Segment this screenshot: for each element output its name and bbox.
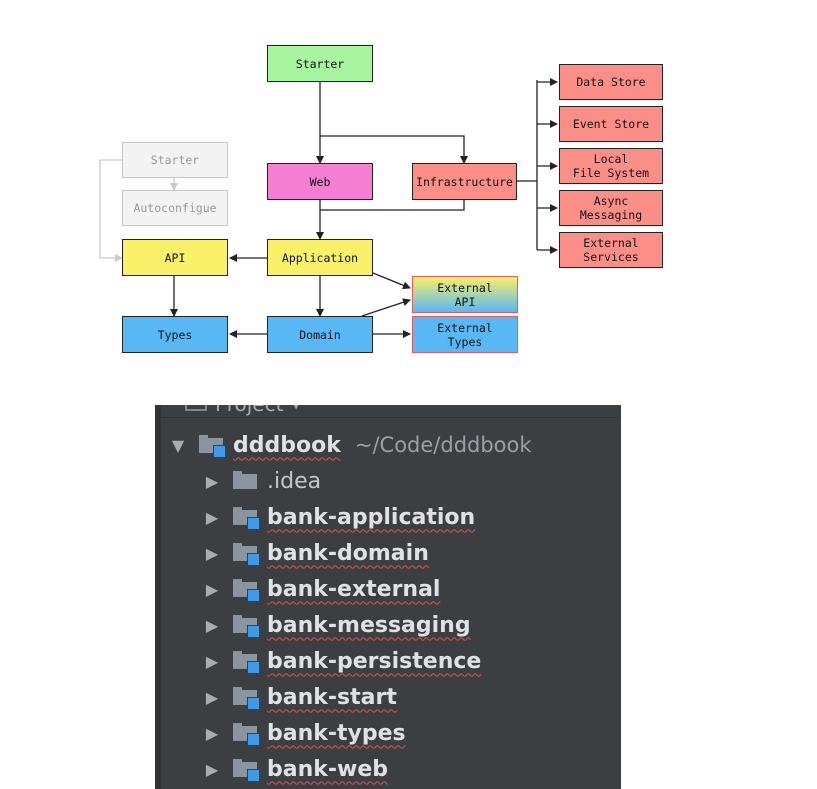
tree-item-label: bank-domain <box>267 540 429 566</box>
infrastructure-node: Infrastructure <box>412 163 517 200</box>
module-folder-icon <box>233 579 260 602</box>
tree-item-label: bank-persistence <box>267 648 482 674</box>
collapsed-arrow-icon[interactable]: ▶ <box>205 651 219 671</box>
web-node: Web <box>267 163 373 200</box>
tree-item-label: .idea <box>267 468 322 494</box>
starter-faded-node: Starter <box>122 142 228 178</box>
panel-gutter <box>155 405 161 789</box>
tree-item-bank-web[interactable]: ▶ bank-web <box>203 751 388 787</box>
event-store-node: Event Store <box>559 106 663 142</box>
tree-item-bank-start[interactable]: ▶ bank-start <box>203 679 397 715</box>
collapsed-arrow-icon[interactable]: ▶ <box>205 687 219 707</box>
module-folder-icon <box>233 543 260 566</box>
project-header-label: Project <box>215 405 283 416</box>
tree-item-bank-types[interactable]: ▶ bank-types <box>203 715 406 751</box>
collapsed-arrow-icon[interactable]: ▶ <box>205 759 219 779</box>
domain-node: Domain <box>267 316 373 353</box>
project-header[interactable]: Project ▼ <box>161 405 621 418</box>
module-folder-icon <box>199 435 226 458</box>
external-api-node: External API <box>412 276 518 313</box>
collapsed-arrow-icon[interactable]: ▶ <box>205 723 219 743</box>
tree-item-bank-persistence[interactable]: ▶ bank-persistence <box>203 643 481 679</box>
collapsed-arrow-icon[interactable]: ▶ <box>205 507 219 527</box>
project-window-icon <box>185 405 207 411</box>
tree-item-bank-domain[interactable]: ▶ bank-domain <box>203 535 429 571</box>
tree-item-label: bank-types <box>267 720 406 746</box>
async-messaging-node: Async Messaging <box>559 190 663 226</box>
tree-root-row[interactable]: ▼ dddbook ~/Code/dddbook <box>169 427 532 463</box>
tree-item-label: bank-start <box>267 684 397 710</box>
external-services-node: External Services <box>559 232 663 268</box>
diagram-connectors <box>99 78 558 338</box>
tree-item-bank-application[interactable]: ▶ bank-application <box>203 499 475 535</box>
types-node: Types <box>122 316 228 353</box>
module-folder-icon <box>233 759 260 782</box>
data-store-node: Data Store <box>559 64 663 100</box>
tree-item-idea[interactable]: ▶ .idea <box>203 463 321 499</box>
module-folder-icon <box>233 687 260 710</box>
collapsed-arrow-icon[interactable]: ▶ <box>205 471 219 491</box>
architecture-diagram: Starter Web Infrastructure Starter Autoc… <box>92 40 704 370</box>
tree-item-label: bank-application <box>267 504 476 530</box>
api-node: API <box>122 239 228 276</box>
module-folder-icon <box>233 507 260 530</box>
root-path: ~/Code/dddbook <box>354 433 532 457</box>
autoconfigue-node: Autoconfigue <box>122 190 228 226</box>
application-node: Application <box>267 239 373 276</box>
local-file-system-node: Local File System <box>559 148 663 184</box>
module-folder-icon <box>233 723 260 746</box>
tree-item-label: bank-external <box>267 576 441 602</box>
tree-item-bank-messaging[interactable]: ▶ bank-messaging <box>203 607 471 643</box>
root-module-name: dddbook <box>233 432 341 458</box>
starter-node: Starter <box>267 45 373 82</box>
module-folder-icon <box>233 651 260 674</box>
folder-icon <box>233 471 259 491</box>
chevron-down-icon[interactable]: ▼ <box>291 405 300 411</box>
project-tool-window: Project ▼ ▼ dddbook ~/Code/dddbook ▶ .id… <box>155 405 621 789</box>
tree-item-label: bank-messaging <box>267 612 471 638</box>
collapsed-arrow-icon[interactable]: ▶ <box>205 543 219 563</box>
collapsed-arrow-icon[interactable]: ▶ <box>205 615 219 635</box>
collapsed-arrow-icon[interactable]: ▶ <box>205 579 219 599</box>
external-types-node: External Types <box>412 316 518 353</box>
expanded-arrow-icon[interactable]: ▼ <box>171 435 185 455</box>
tree-item-label: bank-web <box>267 756 389 782</box>
tree-item-bank-external[interactable]: ▶ bank-external <box>203 571 440 607</box>
module-folder-icon <box>233 615 260 638</box>
